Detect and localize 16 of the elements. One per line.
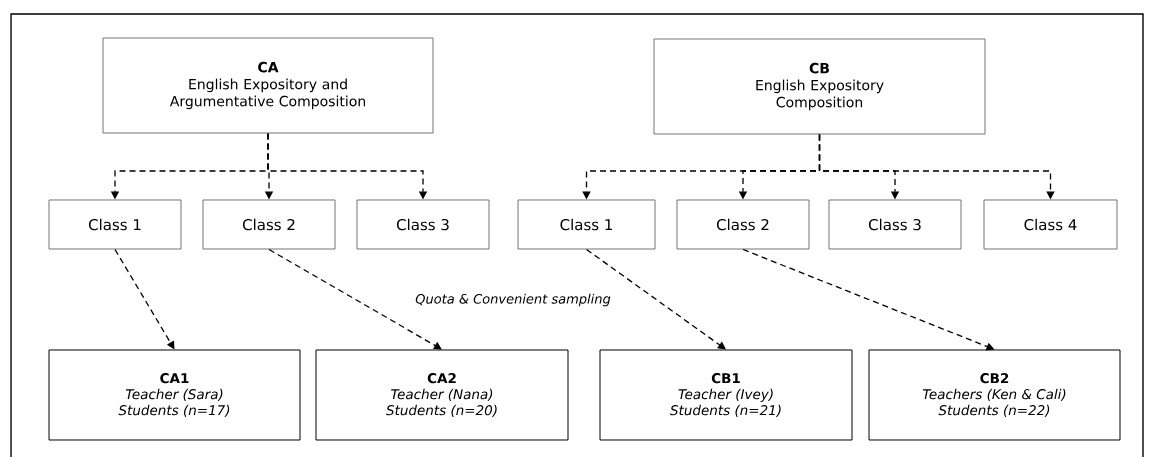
class-box: Class 2: [676, 199, 810, 250]
group-box: CB1 Teacher (Ivey) Students (n=21): [599, 349, 853, 441]
group-box: CA1 Teacher (Sara) Students (n=17): [48, 349, 301, 441]
group-box: CA2 Teacher (Nana) Students (n=20): [315, 349, 569, 441]
course-box: CA English Expository and Argumentative Composition: [102, 37, 434, 134]
course-box: CB English Expository Composition: [653, 38, 986, 135]
class-box: Class 2: [202, 199, 336, 250]
class-box: Class 4: [983, 199, 1118, 250]
class-box: Class 3: [356, 199, 490, 250]
sampling-note: Quota & Convenient sampling: [414, 292, 612, 308]
class-box: Class 3: [828, 199, 962, 250]
group-box: CB2 Teachers (Ken & Cali) Students (n=22): [868, 349, 1121, 441]
class-box: Class 1: [517, 199, 656, 250]
arrow: [268, 248, 442, 350]
arrow: [585, 248, 726, 350]
class-box: Class 1: [48, 199, 182, 250]
